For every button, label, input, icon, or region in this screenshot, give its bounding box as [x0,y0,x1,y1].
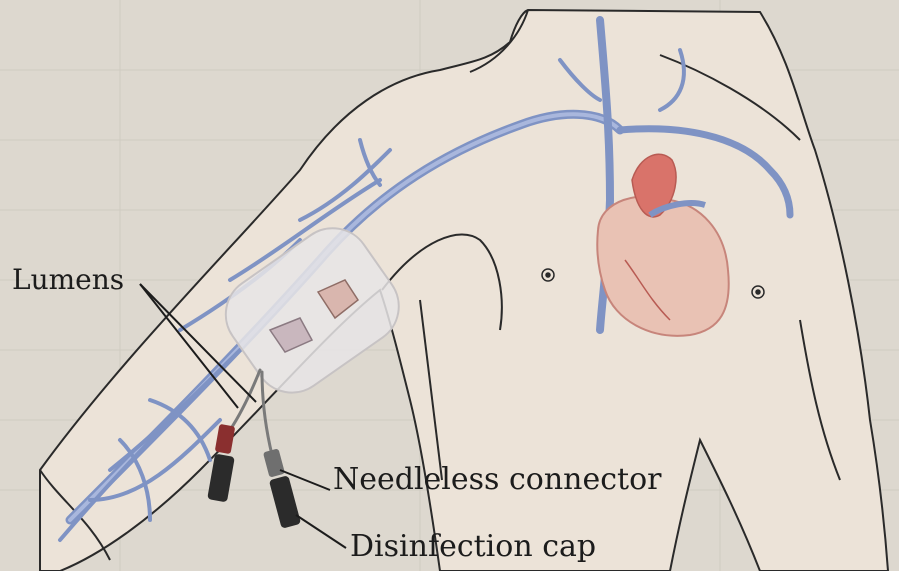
disinfection-cap-label: Disinfection cap [350,532,596,562]
cap-leader [296,515,346,548]
lumens-label: Lumens [12,266,124,294]
right-lumen-hub [263,448,301,528]
needleless-connector-label: Needleless connector [333,465,662,495]
